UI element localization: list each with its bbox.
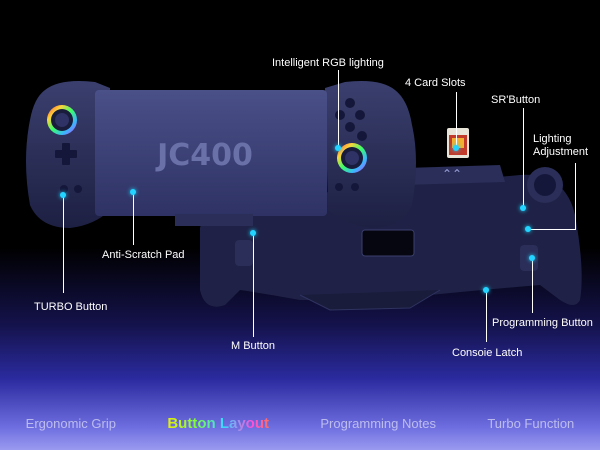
- model-mark: JC400: [155, 138, 253, 173]
- front-controller: JC400: [26, 81, 416, 228]
- tab-programming-notes[interactable]: Programming Notes: [320, 415, 436, 431]
- label-rgb-lighting: Intelligent RGB lighting: [272, 57, 384, 69]
- label-anti-scratch-pad: Anti-Scratch Pad: [102, 249, 185, 261]
- leader-card: [456, 92, 457, 148]
- dot-card: [453, 145, 459, 151]
- tab-button-layout[interactable]: Button Layout: [161, 413, 275, 434]
- dot-lighting: [525, 226, 531, 232]
- tab-turbo-function[interactable]: Turbo Function: [487, 415, 575, 431]
- feature-tabs: Ergonomic Grip Button Layout Programming…: [0, 410, 600, 436]
- leader-lighting-v: [575, 163, 576, 230]
- dot-rgb: [335, 145, 341, 151]
- label-console-latch: Consoie Latch: [452, 347, 523, 359]
- leader-prog: [532, 258, 533, 313]
- game-card: [447, 128, 469, 158]
- leader-turbo: [63, 195, 64, 293]
- tab-ergonomic-grip[interactable]: Ergonomic Grip: [25, 415, 116, 431]
- dot-pad: [130, 189, 136, 195]
- leader-pad: [133, 192, 134, 245]
- label-m-button: M Button: [231, 340, 276, 352]
- label-sr-button: SR'Button: [491, 94, 541, 106]
- leader-sr: [523, 108, 524, 208]
- leader-latch: [486, 290, 487, 342]
- dot-sr: [520, 205, 526, 211]
- dot-m: [250, 230, 256, 236]
- label-programming-button: Programming Button: [492, 317, 593, 329]
- leader-m: [253, 233, 254, 337]
- label-card-slots: 4 Card Slots: [405, 77, 466, 89]
- label-turbo-button: TURBO Button: [34, 301, 108, 313]
- leader-rgb: [338, 70, 339, 148]
- dot-prog: [529, 255, 535, 261]
- leader-lighting-h: [528, 229, 576, 230]
- svg-text:⌃⌃: ⌃⌃: [442, 167, 462, 181]
- dot-latch: [483, 287, 489, 293]
- dot-turbo: [60, 192, 66, 198]
- label-lighting-adjustment: Lighting Adjustment: [533, 133, 589, 158]
